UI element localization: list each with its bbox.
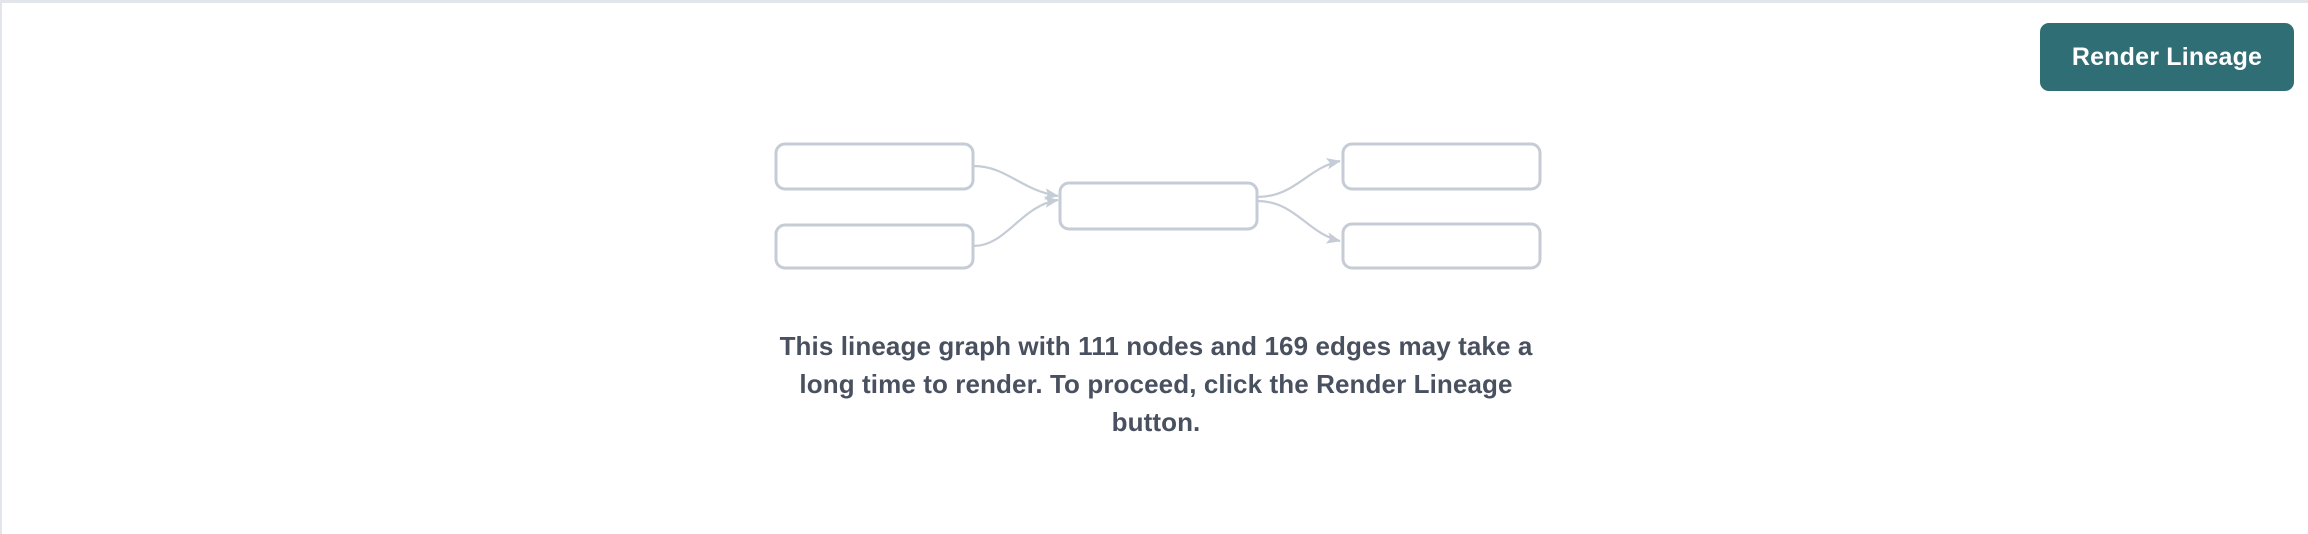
lineage-node-left-top [774,142,975,191]
lineage-node-left-bottom [774,223,975,270]
lineage-node-right-bottom [1341,222,1542,270]
edge-center-to-right-top [1256,158,1341,199]
edge-left-top-to-center [972,164,1059,200]
lineage-node-center [1058,181,1259,231]
lineage-render-notice: This lineage graph with 111 nodes and 16… [779,331,1533,437]
lineage-placeholder-svg [774,142,1542,270]
edge-center-to-right-bottom [1256,199,1341,244]
lineage-placeholder-graph [2,3,2308,534]
render-lineage-button[interactable]: Render Lineage [2040,23,2294,91]
lineage-node-right-top [1341,142,1542,191]
edge-left-bottom-to-center [972,196,1059,248]
